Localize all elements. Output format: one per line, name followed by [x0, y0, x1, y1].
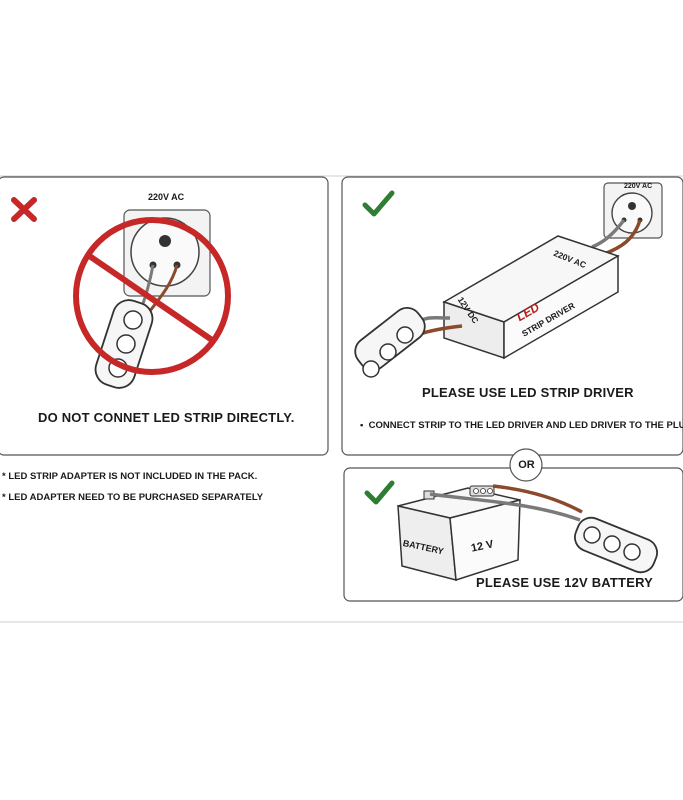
panel-wrong-caption: DO NOT CONNET LED STRIP DIRECTLY. — [38, 410, 295, 425]
note-adapter-separate: * LED ADAPTER NEED TO BE PURCHASED SEPAR… — [2, 492, 264, 503]
wrong-mark-icon — [11, 197, 37, 222]
led-strip-icon — [354, 306, 426, 378]
led-strip-icon — [574, 516, 658, 574]
led-driver-box — [442, 235, 620, 360]
brown-wire — [492, 484, 583, 514]
socket-voltage-label: 220V AC — [148, 192, 185, 202]
socket-voltage-label: 220V AC — [624, 183, 653, 190]
check-mark-icon — [362, 190, 395, 217]
battery-icon — [397, 485, 521, 581]
or-badge-circle — [509, 448, 543, 482]
panel-driver-caption: PLEASE USE LED STRIP DRIVER — [422, 385, 634, 400]
prohibited-icon — [73, 217, 231, 375]
or-badge: OR — [518, 459, 535, 471]
grey-wire — [591, 218, 626, 249]
wall-socket-icon — [123, 209, 211, 297]
note-adapter-not-included: * LED STRIP ADAPTER IS NOT INCLUDED IN T… — [2, 471, 258, 482]
panel-battery-caption: PLEASE USE 12V BATTERY — [476, 575, 654, 590]
check-mark-icon — [364, 480, 395, 505]
panel-driver-instruction: • CONNECT STRIP TO THE LED DRIVER AND LE… — [360, 420, 683, 431]
panel-wrong-frame — [0, 176, 329, 456]
wall-socket-icon — [603, 182, 663, 239]
grey-wire — [429, 492, 581, 522]
